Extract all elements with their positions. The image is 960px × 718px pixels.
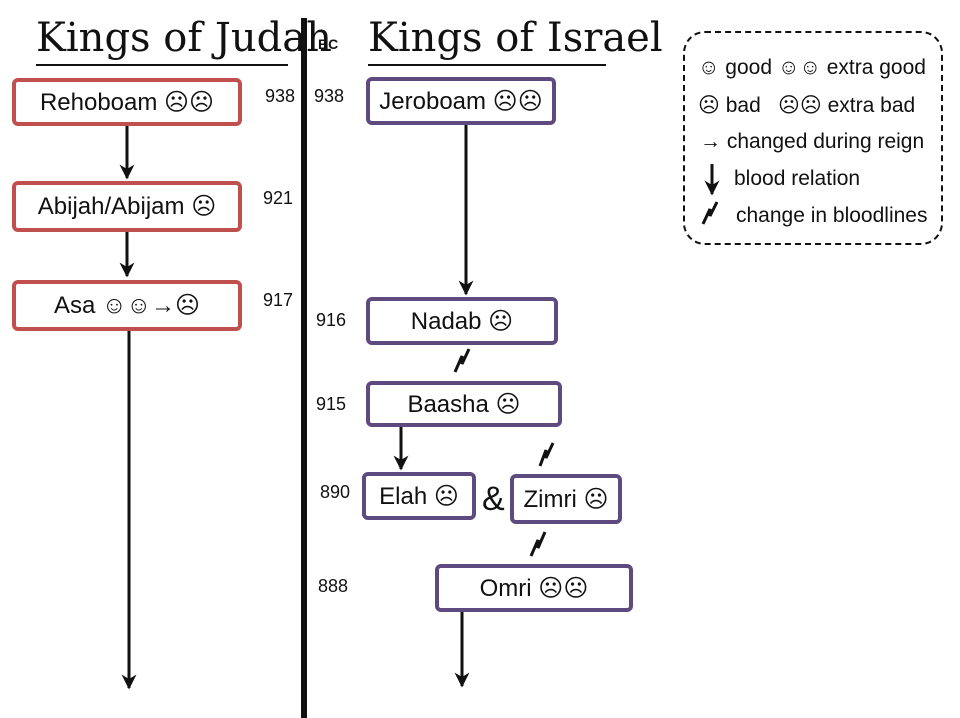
israel-year-baasha: 915	[316, 394, 347, 414]
legend-bad: ☹ bad	[698, 94, 761, 117]
bloodline-change-nadab-baasha	[453, 348, 471, 373]
judah-title-underline	[36, 64, 288, 66]
judah-year-rehoboam: 938	[265, 86, 296, 106]
israel-year-omri: 888	[318, 576, 349, 596]
israel-king-nadab: Nadab ☹	[366, 297, 558, 345]
judah-year-asa: 917	[263, 290, 294, 310]
legend-bloodline-change: change in bloodlines	[736, 204, 928, 227]
israel-title-underline	[368, 64, 606, 66]
israel-year-nadab: 916	[316, 310, 347, 330]
israel-king-zimri: Zimri ☹	[510, 474, 622, 524]
israel-king-baasha: Baasha ☹	[366, 381, 562, 427]
israel-title: Kings of Israel	[368, 15, 663, 61]
israel-king-elah: Elah ☹	[362, 472, 476, 520]
bloodline-change-baasha-zimri	[538, 442, 555, 467]
bc-label: BC	[318, 36, 339, 52]
judah-king-asa: Asa ☺☺→☹	[12, 280, 242, 331]
israel-year-elah: 890	[320, 482, 351, 502]
legend-bloodline-zigzag	[701, 201, 719, 225]
bloodline-change-zimri-omri	[529, 531, 547, 557]
legend-box	[683, 31, 943, 245]
judah-king-rehoboam: Rehoboam ☹☹	[12, 78, 242, 126]
legend-good: ☺ good	[698, 56, 772, 79]
legend-extra-bad: ☹☹ extra bad	[778, 94, 916, 117]
judah-year-abijah: 921	[263, 188, 294, 208]
legend-extra-good: ☺☺ extra good	[778, 56, 926, 79]
judah-title: Kings of Judah	[36, 15, 332, 61]
israel-year-jeroboam: 938	[314, 86, 345, 106]
legend-blood-relation: blood relation	[734, 167, 861, 190]
legend-changed: → changed during reign	[700, 130, 925, 153]
judah-king-abijah: Abijah/Abijam ☹	[12, 181, 242, 232]
israel-king-omri: Omri ☹☹	[435, 564, 633, 612]
israel-king-jeroboam: Jeroboam ☹☹	[366, 77, 556, 125]
ampersand: &	[482, 480, 505, 518]
